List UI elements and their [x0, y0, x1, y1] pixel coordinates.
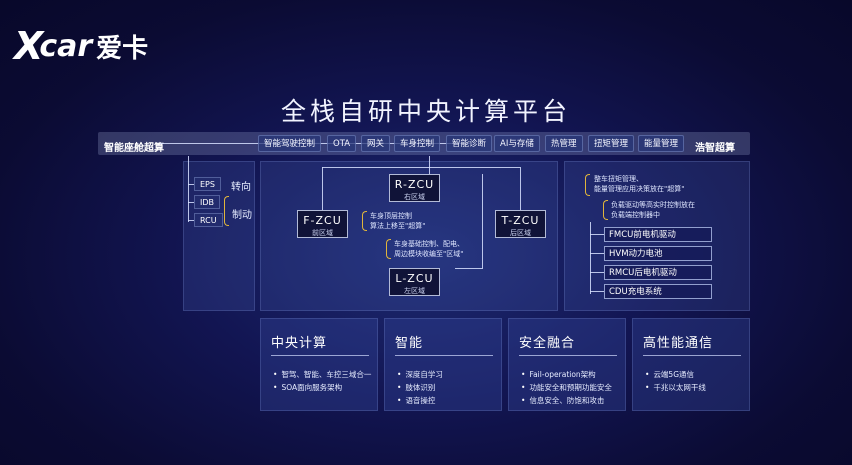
- bus-chip: 网关: [361, 135, 391, 152]
- f-zcu-name: F-ZCU: [303, 214, 342, 227]
- feature-card: 中央计算 智驾、智能、车控三域合一 SOA面向服务架构: [260, 318, 378, 411]
- rp-note1-line: 整车扭矩管理、: [594, 175, 643, 183]
- card-item: 信息安全、防饱和攻击: [521, 394, 612, 407]
- cdu-link: [590, 291, 604, 292]
- idb-tag: IDB: [194, 195, 221, 209]
- r-zcu-link: [429, 156, 430, 174]
- rmcu-row: RMCU后电机驱动: [604, 265, 712, 280]
- rp-note2-brace: [603, 200, 608, 220]
- page-title: 全栈自研中央计算平台: [280, 97, 571, 126]
- note2: 车身基础控制、配电、 周边模块收编至"区域": [394, 239, 464, 259]
- cockpit-label: 智能座舱超算: [104, 143, 164, 154]
- zone-bus-line: [322, 167, 520, 168]
- brake-brace: [224, 196, 229, 226]
- f-zcu-sub: 前区域: [312, 229, 333, 237]
- card-title: 安全融合: [519, 336, 576, 351]
- note2-line: 周边模块收编至"区域": [394, 250, 464, 258]
- hvm-link: [590, 253, 604, 254]
- t-zcu-name: T-ZCU: [501, 214, 540, 227]
- idb-link: [188, 202, 194, 203]
- eps-link: [188, 184, 194, 185]
- card-underline: [643, 355, 741, 356]
- t-zcu-sub: 后区域: [510, 229, 531, 237]
- rcu-tag: RCU: [194, 213, 223, 227]
- bus-chip: 能量管理: [638, 135, 685, 152]
- card-list: 深度自学习 肢体识别 语音操控: [397, 368, 443, 407]
- l-zcu-box: L-ZCU 左区域: [389, 268, 440, 296]
- hozon-label: 浩智超算: [695, 143, 735, 154]
- bus-chip: 智能驾驶控制: [258, 135, 322, 152]
- card-item: 肢体识别: [397, 381, 443, 394]
- bus-chip: AI与存储: [494, 135, 540, 152]
- motor-vline: [590, 222, 591, 294]
- fmcu-link: [590, 234, 604, 235]
- rp-note1-brace: [585, 174, 590, 196]
- rp-note2-line: 负载驱动等高实时控制放在: [611, 201, 695, 209]
- bus-chip: 智能诊断: [446, 135, 493, 152]
- cdu-row: CDU充电系统: [604, 284, 712, 299]
- chassis-vline: [188, 156, 189, 222]
- card-title: 智能: [395, 336, 424, 351]
- f-zcu-link: [322, 167, 323, 210]
- card-list: 云端5G通信 千兆以太网干线: [645, 368, 706, 394]
- l-zcu-sub: 左区域: [404, 287, 425, 295]
- rcu-link: [188, 220, 194, 221]
- l-zcu-name: L-ZCU: [395, 272, 434, 285]
- logo-cn: 爱卡: [96, 33, 149, 64]
- card-item: 语音操控: [397, 394, 443, 407]
- logo-car: car: [39, 28, 93, 64]
- r-zcu-box: R-ZCU 右区域: [389, 174, 440, 202]
- card-underline: [519, 355, 617, 356]
- bus-chip: 车身控制: [394, 135, 441, 152]
- card-list: 智驾、智能、车控三域合一 SOA面向服务架构: [273, 368, 371, 394]
- bus-chip: OTA: [327, 135, 357, 152]
- l-zcu-vline: [482, 174, 483, 268]
- card-title: 高性能通信: [643, 336, 714, 351]
- card-item: 功能安全和预期功能安全: [521, 381, 612, 394]
- t-zcu-link: [520, 167, 521, 210]
- note2-brace: [386, 239, 391, 259]
- card-item: SOA面向服务架构: [273, 381, 371, 394]
- card-item: 千兆以太网干线: [645, 381, 706, 394]
- f-zcu-box: F-ZCU 前区域: [297, 210, 348, 238]
- card-underline: [271, 355, 369, 356]
- l-zcu-link: [455, 268, 483, 269]
- hvm-row: HVM动力电池: [604, 246, 712, 261]
- rp-note2-line: 负载端控制器中: [611, 211, 660, 219]
- note1-brace: [362, 211, 367, 231]
- note1-line: 车身顶层控制: [370, 212, 412, 220]
- brake-label: 制动: [232, 210, 252, 221]
- rp-note2: 负载驱动等高实时控制放在 负载端控制器中: [611, 200, 695, 220]
- xcar-logo: X car 爱卡: [14, 22, 148, 70]
- r-zcu-name: R-ZCU: [394, 178, 435, 191]
- card-item: 智驾、智能、车控三域合一: [273, 368, 371, 381]
- logo-x: X: [14, 24, 43, 68]
- r-zcu-sub: 右区域: [404, 193, 425, 201]
- eps-tag: EPS: [194, 177, 221, 191]
- card-item: 云端5G通信: [645, 368, 706, 381]
- note1: 车身顶层控制 算法上移至"超算": [370, 211, 425, 231]
- card-underline: [395, 355, 493, 356]
- rp-note1-line: 能量管理应用决策放在"超算": [594, 185, 685, 193]
- card-list: Fail-operation架构 功能安全和预期功能安全 信息安全、防饱和攻击: [521, 368, 612, 407]
- card-title: 中央计算: [271, 336, 328, 351]
- card-item: 深度自学习: [397, 368, 443, 381]
- feature-card: 智能 深度自学习 肢体识别 语音操控: [384, 318, 502, 411]
- feature-card: 安全融合 Fail-operation架构 功能安全和预期功能安全 信息安全、防…: [508, 318, 626, 411]
- bus-chip: 扭矩管理: [588, 135, 635, 152]
- steer-label: 转向: [231, 182, 251, 193]
- rp-note1: 整车扭矩管理、 能量管理应用决策放在"超算": [594, 174, 684, 194]
- card-item: Fail-operation架构: [521, 368, 612, 381]
- fmcu-row: FMCU前电机驱动: [604, 227, 712, 242]
- note1-line: 算法上移至"超算": [370, 222, 426, 230]
- bus-chip: 热管理: [545, 135, 583, 152]
- rmcu-link: [590, 272, 604, 273]
- feature-card: 高性能通信 云端5G通信 千兆以太网干线: [632, 318, 750, 411]
- t-zcu-box: T-ZCU 后区域: [495, 210, 546, 238]
- note2-line: 车身基础控制、配电、: [394, 240, 464, 248]
